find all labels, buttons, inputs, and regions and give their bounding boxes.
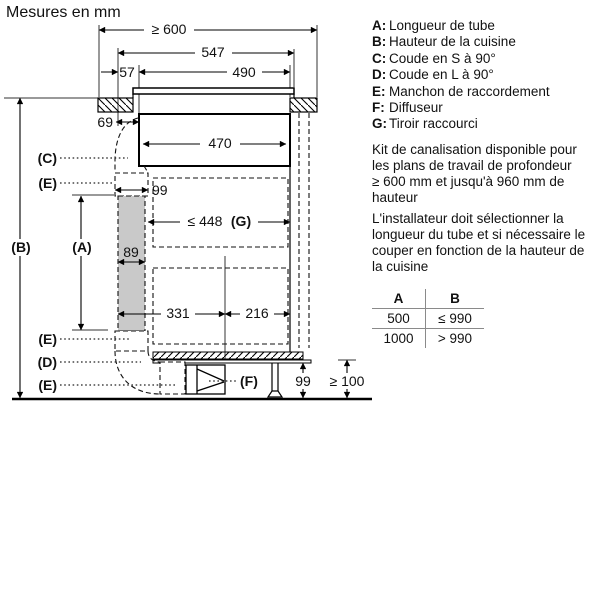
legend-item: G:Tiroir raccourci — [372, 116, 596, 132]
table-row: 1000 > 990 — [372, 329, 484, 348]
legend-key: C: — [372, 50, 387, 66]
table-cell: 500 — [387, 311, 410, 326]
worktop-right — [289, 97, 318, 113]
leader-lines — [60, 157, 237, 386]
dim-331: 331 — [166, 305, 190, 321]
dimension-table: A B 500 ≤ 990 1000 > 990 — [372, 289, 484, 348]
dim-216: 216 — [245, 305, 269, 321]
legend-label: Coude en L à 90° — [389, 67, 494, 83]
note-line: ≥ 600 mm et jusqu'à 960 mm de — [372, 174, 565, 189]
legend-label: Tiroir raccourci — [389, 116, 478, 132]
cabinet-shelf — [152, 351, 304, 360]
hob-plate — [132, 87, 295, 95]
legend-item: A:Longueur de tube — [372, 18, 596, 34]
legend-key: B: — [372, 34, 387, 50]
table-header-a: A — [393, 291, 404, 306]
legend-label: Coude en S à 90° — [389, 50, 496, 66]
note-line: hauteur — [372, 190, 418, 205]
note-line: L'installateur doit sélectionner la — [372, 211, 564, 226]
cabinet-bottom-board — [152, 359, 312, 364]
legend-key: G: — [372, 116, 387, 132]
legend-label: Manchon de raccordement — [389, 83, 550, 99]
dim-depth: ≥ 600 — [152, 21, 187, 37]
diffuser — [185, 364, 226, 395]
legend-key: D: — [372, 67, 387, 83]
drawing-title: Mesures en mm — [6, 4, 121, 21]
label-b: (B) — [11, 239, 30, 255]
legend-item: F:Diffuseur — [372, 100, 596, 116]
note-line: la cuisine — [372, 259, 429, 274]
note-line: couper en fonction de la hauteur de — [372, 243, 585, 258]
legend-key: E: — [372, 83, 386, 99]
label-e-mid: (E) — [38, 331, 57, 347]
legend-item: E:Manchon de raccordement — [372, 84, 596, 100]
legend-key: F: — [372, 100, 385, 116]
table-cell: > 990 — [425, 329, 484, 348]
hood-body — [138, 113, 291, 167]
l-bend — [114, 350, 161, 395]
legend-label: Longueur de tube — [389, 18, 495, 33]
sleeve-outlet — [159, 361, 186, 395]
dim-69: 69 — [97, 114, 113, 130]
label-g: (G) — [231, 213, 251, 229]
legend-item: B:Hauteur de la cuisine — [372, 34, 596, 50]
legend-key: A: — [372, 18, 387, 33]
legend-label: Hauteur de la cuisine — [389, 34, 516, 50]
sleeve-bottom — [114, 330, 149, 352]
note-installer: L'installateur doit sélectionner la long… — [372, 211, 598, 275]
installation-diagram: Mesures en mm ≥ 600 547 57 490 69 470 99… — [4, 4, 372, 401]
dim-547: 547 — [201, 44, 225, 60]
leg-foot — [266, 390, 284, 398]
worktop-left — [97, 97, 134, 113]
dim-490: 490 — [232, 64, 256, 80]
dim-470: 470 — [208, 135, 232, 151]
table-row: 500 ≤ 990 — [372, 309, 484, 329]
table-header-row: A B — [372, 289, 484, 309]
label-f: (F) — [240, 373, 258, 389]
dim-99-top: 99 — [152, 182, 168, 198]
dim-57: 57 — [119, 64, 135, 80]
tube — [117, 195, 146, 332]
cabinet-structure — [12, 87, 372, 401]
label-d: (D) — [38, 354, 57, 370]
s-bend — [114, 117, 139, 172]
label-a: (A) — [72, 239, 91, 255]
note-line: les plans de travail de profondeur — [372, 158, 572, 173]
note-kit: Kit de canalisation disponible pour les … — [372, 142, 598, 206]
drawer-shortened — [152, 177, 289, 248]
dimension-text-masks — [7, 22, 370, 389]
dim-99-bottom: 99 — [295, 373, 311, 389]
table-cell: ≤ 990 — [425, 309, 484, 328]
table-header-b: B — [425, 289, 484, 308]
label-e-top: (E) — [38, 175, 57, 191]
label-c: (C) — [38, 150, 57, 166]
legend-label: Diffuseur — [389, 100, 443, 116]
note-line: Kit de canalisation disponible pour — [372, 142, 577, 157]
legend-item: D:Coude en L à 90° — [372, 67, 596, 83]
drawer-lower — [152, 267, 289, 345]
dim-89: 89 — [123, 244, 139, 260]
note-line: longueur du tube et si nécessaire le — [372, 227, 586, 242]
sleeve-top — [114, 172, 149, 197]
legend-item: C:Coude en S à 90° — [372, 51, 596, 67]
label-e-bottom: (E) — [38, 377, 57, 393]
dim-448: ≤ 448 — [188, 213, 223, 229]
dim-clearance: ≥ 100 — [330, 373, 365, 389]
table-cell: 1000 — [383, 331, 414, 346]
legend: A:Longueur de tube B:Hauteur de la cuisi… — [372, 18, 596, 133]
